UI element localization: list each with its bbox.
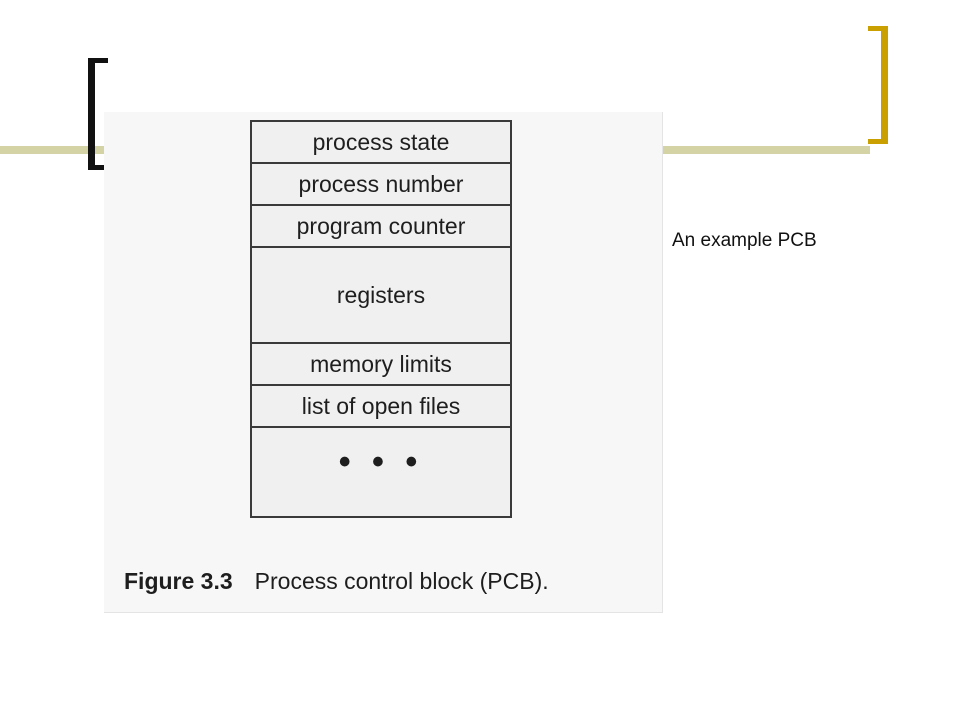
right-bracket-decoration — [868, 26, 888, 144]
pcb-figure: process state process number program cou… — [104, 112, 663, 613]
pcb-row-process-state: process state — [252, 122, 510, 164]
pcb-row-memory-limits: memory limits — [252, 344, 510, 386]
pcb-row-ellipsis: • • • — [338, 442, 424, 481]
figure-caption: Figure 3.3 Process control block (PCB). — [124, 568, 549, 595]
figure-number: Figure 3.3 — [124, 568, 233, 594]
side-label: An example PCB — [672, 230, 817, 251]
pcb-diagram: process state process number program cou… — [250, 120, 512, 518]
decorative-line-right — [662, 146, 870, 154]
figure-caption-text: Process control block (PCB). — [254, 568, 549, 594]
decorative-line-left — [0, 146, 106, 154]
pcb-row-registers: registers — [252, 248, 510, 344]
pcb-row-process-number: process number — [252, 164, 510, 206]
left-bracket-decoration — [88, 58, 108, 170]
pcb-row-program-counter: program counter — [252, 206, 510, 248]
pcb-row-open-files: list of open files — [252, 386, 510, 428]
